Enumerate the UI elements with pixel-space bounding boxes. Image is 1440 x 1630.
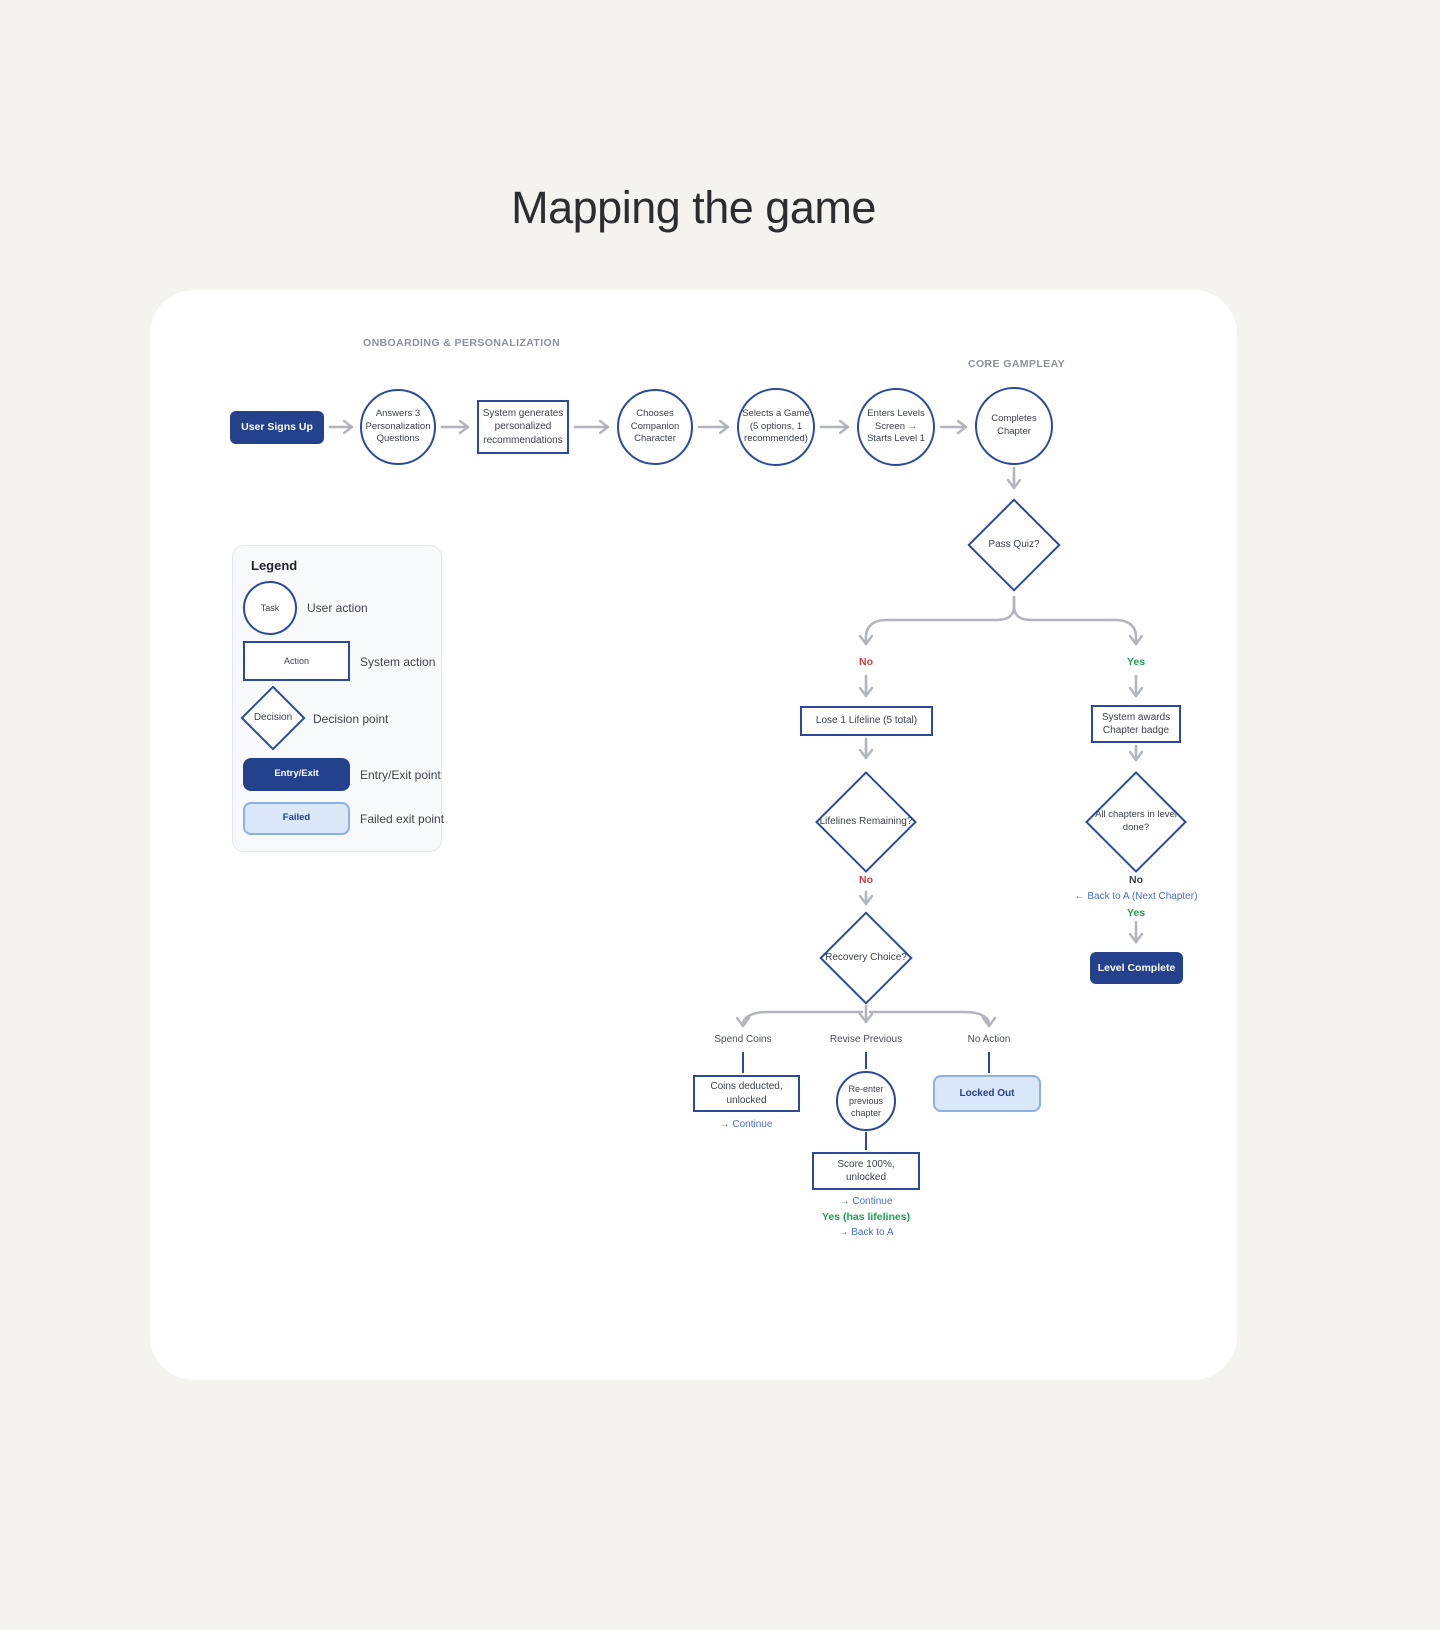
- node-locked-out: Locked Out: [933, 1075, 1041, 1112]
- lifelines-no-label: No: [859, 874, 873, 886]
- section-label-onboarding: ONBOARDING & PERSONALIZATION: [363, 337, 561, 349]
- node-system-generates: System generates personalized recommenda…: [477, 400, 569, 454]
- legend-decision-shape-label: Decision: [253, 712, 293, 724]
- continue-link-revise: → Continue: [839, 1196, 893, 1207]
- node-user-signs-up: User Signs Up: [230, 411, 324, 444]
- pass-quiz-label: Pass Quiz?: [988, 539, 1040, 551]
- back-to-a-next-chapter-link: ← Back to A (Next Chapter): [1074, 891, 1198, 902]
- legend-failed-shape: Failed: [243, 802, 350, 835]
- node-completes-chapter: Completes Chapter: [975, 387, 1053, 465]
- all-chapters-no-label: No: [1129, 874, 1143, 886]
- legend-title: Legend: [251, 558, 298, 573]
- node-lose-lifeline: Lose 1 Lifeline (5 total): [800, 706, 933, 736]
- legend-entry-exit-label: Entry/Exit point: [360, 768, 441, 782]
- node-coins-deducted: Coins deducted, unlocked: [693, 1075, 800, 1112]
- node-pass-quiz: Pass Quiz?: [966, 497, 1062, 593]
- branch-spend-coins: Spend Coins: [714, 1034, 772, 1045]
- node-lifelines-remaining: Lifelines Remaining?: [814, 770, 918, 874]
- branch-no-action: No Action: [967, 1034, 1011, 1045]
- legend-system-action-label: System action: [360, 655, 436, 669]
- section-label-core-gameplay: CORE GAMPLEAY: [968, 358, 1065, 370]
- node-enters-levels: Enters Levels Screen → Starts Level 1: [857, 388, 935, 466]
- page-title: Mapping the game: [511, 182, 876, 233]
- node-reenter-chapter: Re-enter previous chapter: [836, 1071, 896, 1131]
- node-answers-questions: Answers 3 Personalization Questions: [360, 389, 436, 465]
- node-level-complete: Level Complete: [1090, 952, 1183, 984]
- branch-yes-label: Yes: [1126, 656, 1146, 668]
- branch-revise-previous: Revise Previous: [829, 1034, 903, 1045]
- legend-decision-point-label: Decision point: [313, 712, 389, 726]
- node-selects-game: Selects a Game (5 options, 1 recommended…: [737, 388, 815, 466]
- node-recovery-choice: Recovery Choice?: [818, 910, 914, 1006]
- node-chooses-companion: Chooses Companion Character: [617, 389, 693, 465]
- legend-action-shape: Action: [243, 641, 350, 681]
- legend-entry-exit-shape: Entry/Exit: [243, 758, 350, 791]
- legend-user-action-label: User action: [307, 601, 368, 615]
- node-all-chapters-done: All chapters in level done?: [1084, 770, 1188, 874]
- all-chapters-done-label: All chapters in level done?: [1095, 809, 1177, 833]
- recovery-choice-label: Recovery Choice?: [825, 952, 907, 964]
- legend-decision-shape: Decision: [240, 685, 306, 751]
- yes-has-lifelines-label: Yes (has lifelines): [821, 1211, 911, 1223]
- branch-no-label: No: [859, 656, 873, 668]
- continue-link-spend: → Continue: [719, 1119, 773, 1130]
- lifelines-remaining-label: Lifelines Remaining?: [819, 816, 913, 828]
- legend-task-shape: Task: [243, 581, 297, 635]
- node-system-awards-badge: System awards Chapter badge: [1091, 705, 1181, 743]
- node-score-100: Score 100%, unlocked: [812, 1152, 920, 1190]
- all-chapters-yes-label: Yes: [1126, 907, 1146, 919]
- back-to-a-link: → Back to A: [838, 1227, 894, 1238]
- legend-failed-exit-label: Failed exit point: [360, 812, 445, 826]
